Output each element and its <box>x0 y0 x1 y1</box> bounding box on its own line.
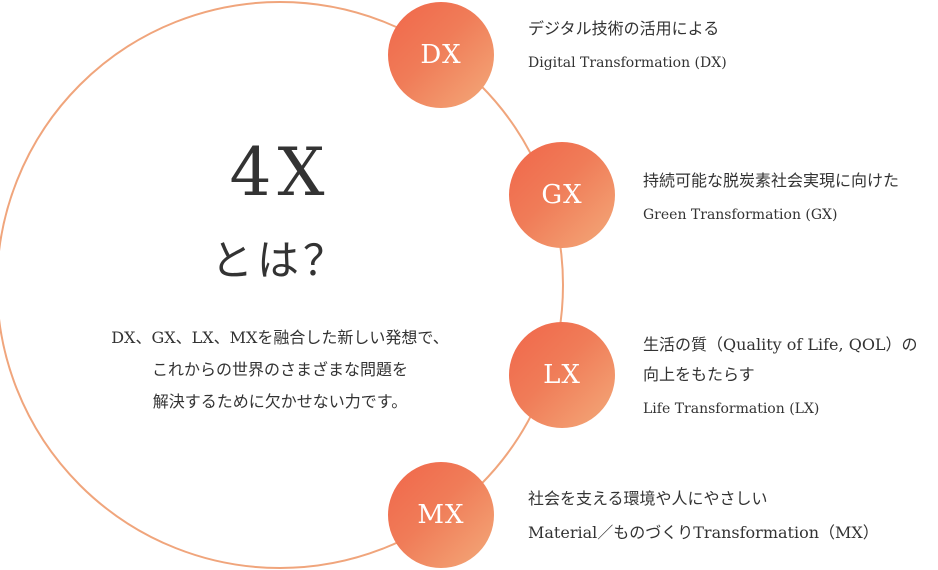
description-line-3: 解決するために欠かせない力です。 <box>152 392 408 411</box>
label-mx: 社会を支える環境や人にやさしい Material／ものづくりTransforma… <box>528 484 879 548</box>
description-line-2: これからの世界のさまざまな問題を <box>151 360 408 379</box>
label-gx-jp: 持続可能な脱炭素社会実現に向けた <box>643 171 900 190</box>
outer-ring-circle <box>0 1 564 569</box>
diagram-subtitle: とは？ <box>210 236 349 285</box>
diagram-title: 4X <box>229 134 331 211</box>
label-lx-jp-1: 生活の質（Quality of Life, QOL）の <box>643 335 918 354</box>
node-lx: LX <box>509 322 615 428</box>
label-lx-jp-2: 向上をもたらす <box>643 365 755 384</box>
label-lx: 生活の質（Quality of Life, QOL）の 向上をもたらす Life… <box>643 330 918 424</box>
label-dx-jp: デジタル技術の活用による <box>528 19 720 38</box>
label-mx-jp-1: 社会を支える環境や人にやさしい <box>528 489 768 508</box>
label-gx: 持続可能な脱炭素社会実現に向けた Green Transformation (G… <box>643 166 899 230</box>
label-lx-en: Life Transformation (LX) <box>643 401 820 417</box>
node-mx: MX <box>388 462 494 568</box>
node-gx: GX <box>509 142 615 248</box>
label-dx: デジタル技術の活用による Digital Transformation (DX) <box>528 14 727 78</box>
label-dx-en: Digital Transformation (DX) <box>528 55 727 71</box>
description: DX、GX、LX、MXを融合した新しい発想で、 これからの世界のさまざまな問題を… <box>60 322 500 418</box>
description-line-1: DX、GX、LX、MXを融合した新しい発想で、 <box>111 328 449 347</box>
label-mx-jp-2: Material／ものづくりTransformation（MX） <box>528 523 879 542</box>
label-gx-en: Green Transformation (GX) <box>643 207 838 223</box>
node-dx: DX <box>388 2 494 108</box>
